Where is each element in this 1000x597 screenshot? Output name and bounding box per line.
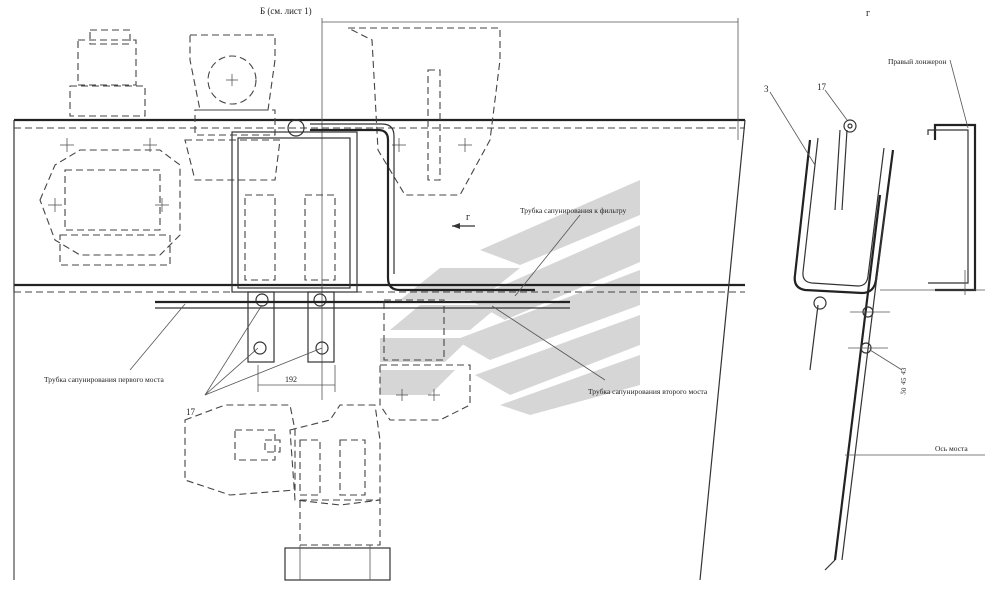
size-50: 50 bbox=[899, 387, 908, 396]
section-view: г Правый лонжерон 17 3 43 45 50 bbox=[764, 8, 985, 571]
main-view: Б (см. лист 1) bbox=[13, 6, 746, 581]
size-43: 43 bbox=[899, 367, 908, 376]
view-reference-label: Б (см. лист 1) bbox=[260, 6, 312, 16]
view-marker: г bbox=[866, 8, 870, 19]
callout-17-right: 17 bbox=[817, 82, 827, 92]
label-right-spar: Правый лонжерон bbox=[888, 57, 946, 66]
watermark-logo bbox=[380, 180, 640, 415]
callout-17-left: 17 bbox=[186, 407, 196, 417]
dimension-192: 192 bbox=[285, 375, 297, 384]
label-axle-axis: Ось моста bbox=[935, 444, 968, 453]
label-tube-filter: Трубка сапунирования к фильтру bbox=[520, 206, 627, 215]
size-45: 45 bbox=[899, 377, 908, 386]
label-tube-first-axle: Трубка сапунирования первого моста bbox=[44, 375, 164, 384]
view-arrow-label: г bbox=[466, 212, 470, 223]
label-tube-second-axle: Трубка сапунирования второго моста bbox=[588, 387, 708, 396]
callout-3: 3 bbox=[764, 84, 769, 94]
